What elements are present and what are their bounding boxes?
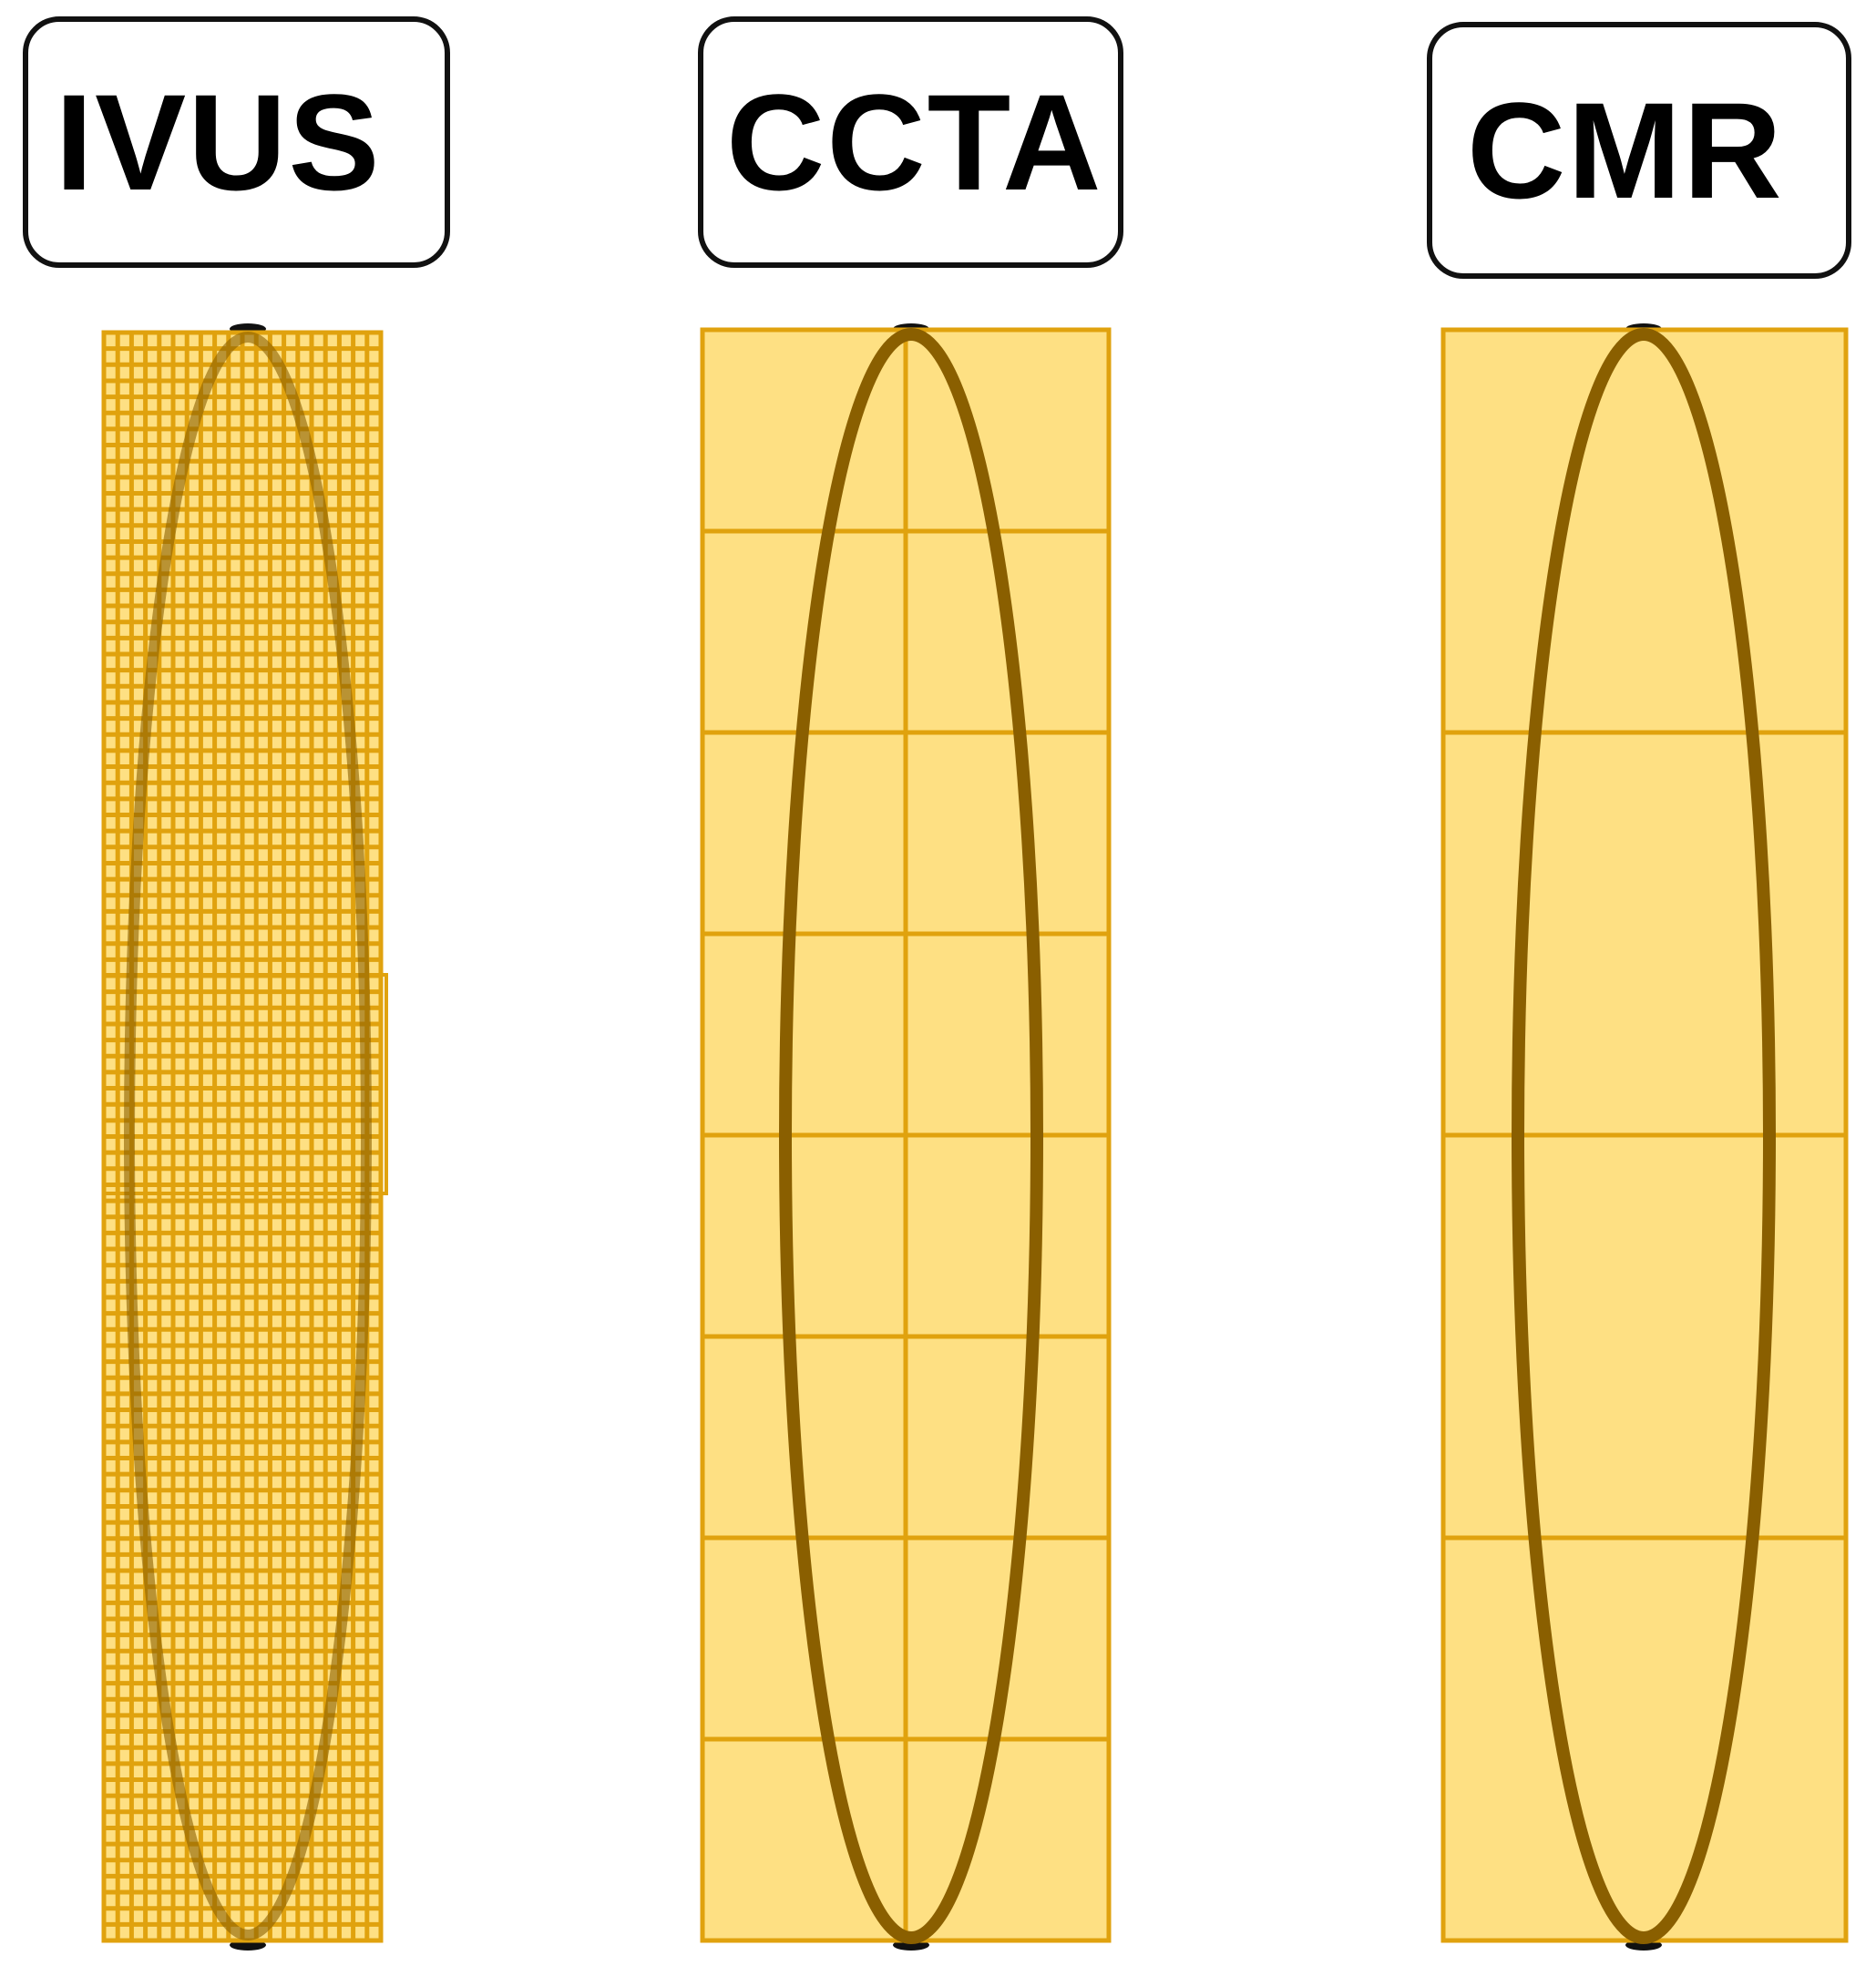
ccta-vessel-outline <box>779 328 1043 1944</box>
ccta-label: CCTA <box>698 16 1123 268</box>
cmr-vessel-outline <box>1512 328 1776 1944</box>
ivus-label-text: IVUS <box>55 65 382 219</box>
ivus-panel <box>101 323 388 1951</box>
cmr-label-text: CMR <box>1467 73 1784 227</box>
ivus-vessel-outline <box>124 332 372 1940</box>
ccta-voxel-grid <box>702 330 1109 1940</box>
ccta-panel <box>700 323 1112 1951</box>
cmr-panel <box>1440 323 1849 1951</box>
ivus-label: IVUS <box>23 16 450 268</box>
ivus-voxel-grid <box>104 333 381 1940</box>
ccta-label-text: CCTA <box>726 65 1103 219</box>
cmr-label: CMR <box>1427 22 1851 279</box>
ivus-overlap-band <box>102 973 388 1195</box>
cmr-voxel-grid <box>1443 730 1846 1541</box>
